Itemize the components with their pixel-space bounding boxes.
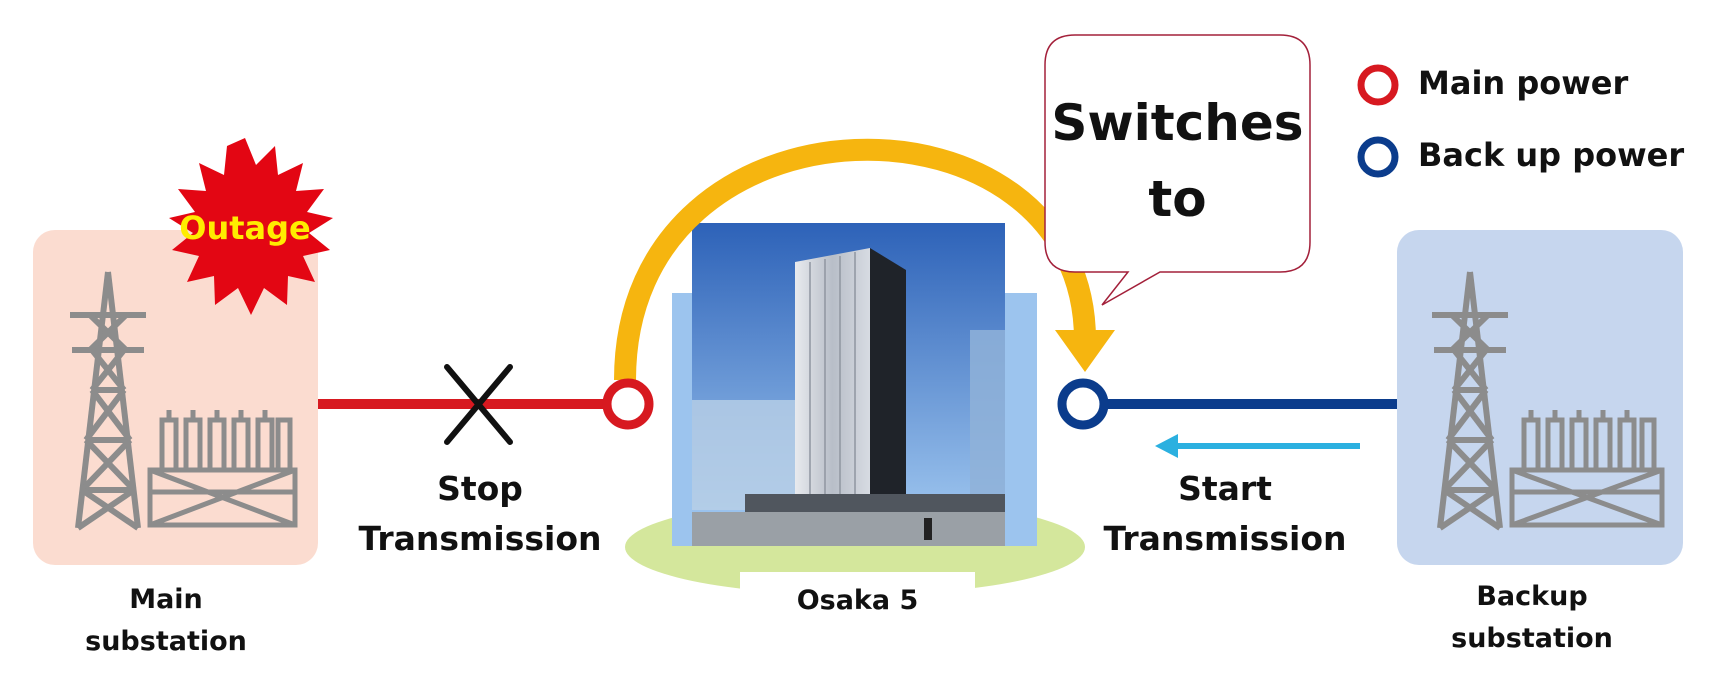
datacenter-building-image xyxy=(672,223,1037,546)
switch-arrow-head xyxy=(1055,330,1115,372)
start-transmission-line1: Start xyxy=(1178,469,1272,508)
main-transformer-icon xyxy=(147,410,298,528)
datacenter-label: Osaka 5 xyxy=(796,585,919,616)
backup-power-ring xyxy=(1057,378,1109,430)
backup-substation-line1: Backup xyxy=(1476,581,1588,612)
datacenter-label-box xyxy=(740,572,975,624)
legend-backup-power-ring-icon xyxy=(1357,136,1399,178)
flow-arrow-icon xyxy=(1155,434,1360,458)
stop-transmission-line1: Stop xyxy=(437,469,523,508)
main-substation-line2: substation xyxy=(85,626,247,657)
start-transmission-line2: Transmission xyxy=(1103,519,1347,558)
outage-label: Outage xyxy=(179,209,311,247)
switch-callout-line2: to xyxy=(1148,170,1207,228)
main-transmission-tower-icon xyxy=(70,271,146,531)
legend-main-power-ring-icon xyxy=(1357,64,1399,106)
backup-substation-line2: substation xyxy=(1451,623,1613,654)
stop-transmission-line2: Transmission xyxy=(358,519,602,558)
main-power-ring xyxy=(602,378,654,430)
outage-burst-icon xyxy=(169,138,333,315)
backup-transmission-tower-icon xyxy=(1432,271,1508,531)
switch-callout-line1: Switches xyxy=(1051,94,1304,152)
legend-main-power-label: Main power xyxy=(1418,64,1629,102)
switch-callout-bubble xyxy=(1044,34,1311,306)
main-substation-line1: Main xyxy=(129,584,203,615)
backup-transformer-icon xyxy=(1509,410,1665,528)
legend-backup-power-label: Back up power xyxy=(1418,136,1685,174)
cut-x-icon xyxy=(444,364,513,445)
